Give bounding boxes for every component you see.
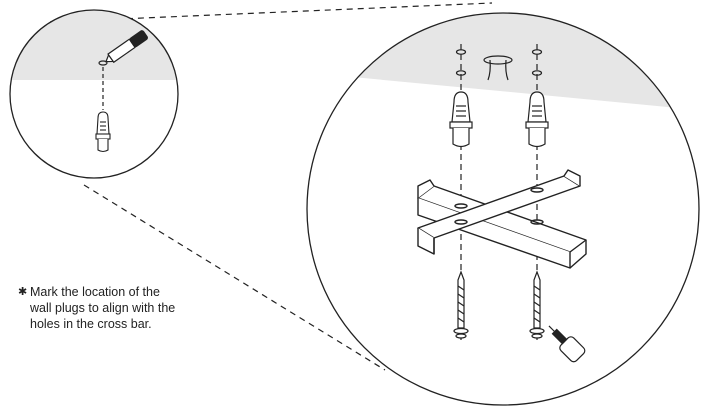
instruction-line-1: Mark the location of the <box>30 285 160 299</box>
instruction-note: ✱ Mark the location of the wall plugs to… <box>18 284 228 332</box>
cross-bar-bracket <box>417 169 587 269</box>
ceiling-hole-icon <box>483 55 513 81</box>
wall-plug-icon <box>449 91 473 148</box>
asterisk-bullet: ✱ <box>18 286 28 298</box>
instruction-line-2: wall plugs to align with the <box>30 301 176 315</box>
screwdriver-icon <box>548 325 586 363</box>
detail-circle-large <box>306 12 700 406</box>
marked-hole <box>98 60 108 66</box>
detail-circle-small <box>9 9 179 179</box>
instruction-line-3: holes in the cross bar. <box>30 317 152 331</box>
wall-plug-icon <box>95 111 111 153</box>
wall-plug-icon <box>525 91 549 148</box>
screw-icon <box>453 270 469 339</box>
pencil-icon <box>105 30 148 64</box>
screw-icon <box>529 270 545 339</box>
zoom-connector-lines <box>49 2 493 371</box>
ceiling-surface <box>307 13 699 112</box>
